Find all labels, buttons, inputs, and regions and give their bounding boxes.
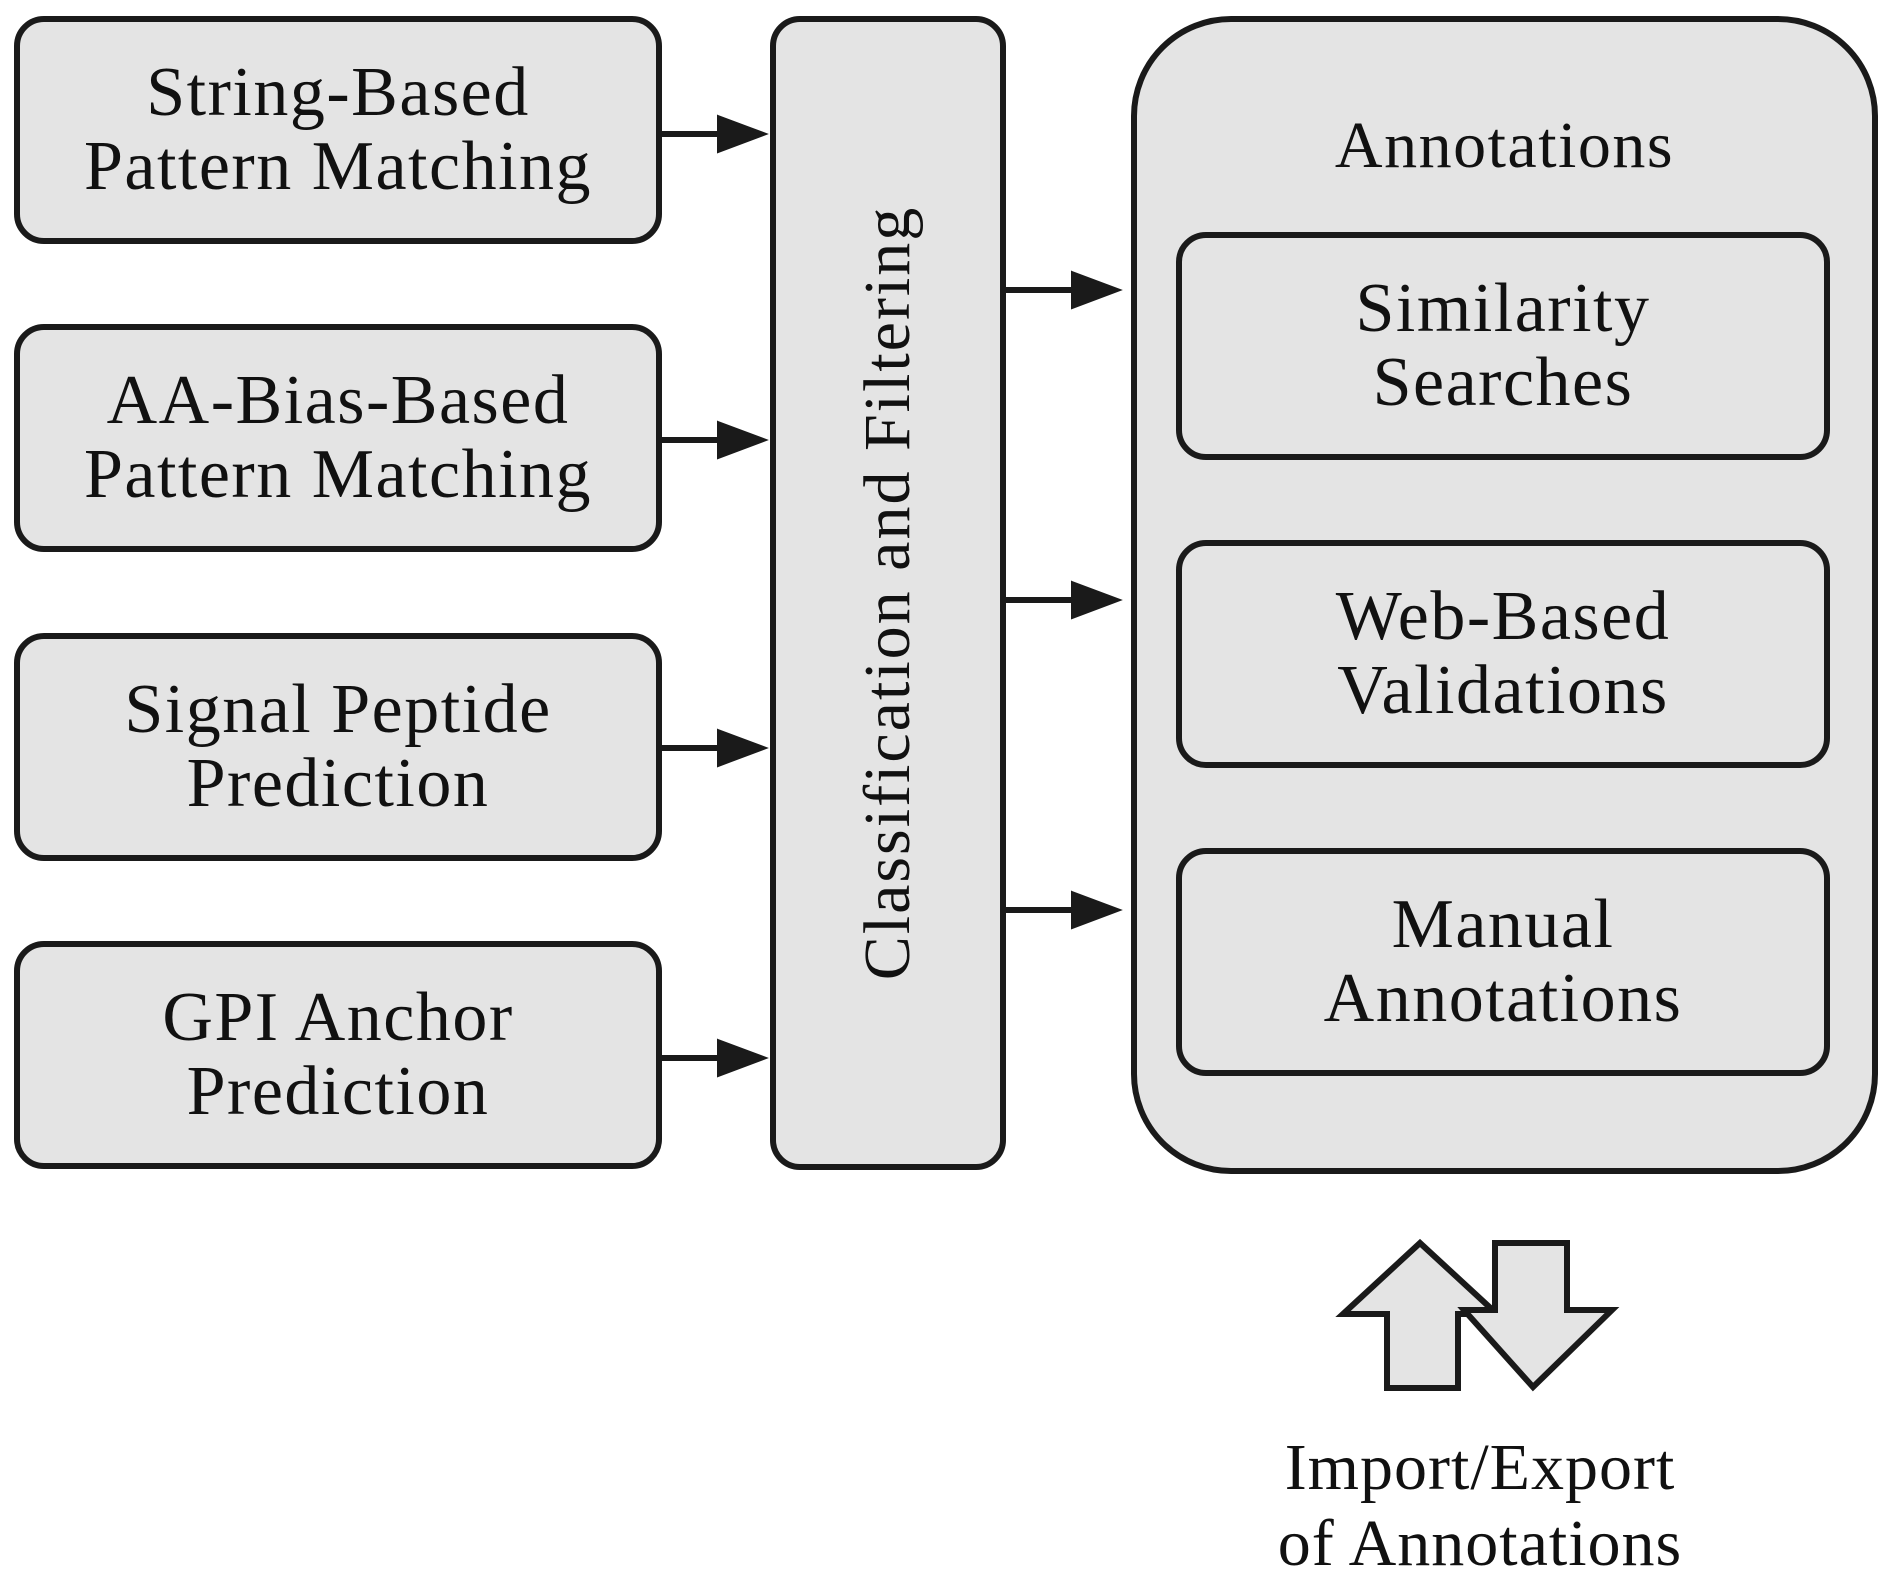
arrow-gpi-to-classify — [662, 1038, 769, 1078]
gpi-anchor-box: GPI Anchor Prediction — [14, 941, 662, 1169]
arrow-classify-to-similarity — [1006, 270, 1123, 310]
import-export-caption: Import/Export of Annotations — [1277, 1431, 1683, 1580]
similarity-searches-box: Similarity Searches — [1176, 232, 1830, 460]
arrow-signal-to-classify — [662, 728, 769, 768]
arrow-string-to-classify — [662, 114, 769, 154]
web-based-validations-box: Web-Based Validations — [1176, 540, 1830, 768]
arrow-classify-to-manual — [1006, 890, 1123, 930]
classification-box: Classification and Filtering — [770, 16, 1006, 1170]
aa-bias-based-box: AA-Bias-Based Pattern Matching — [14, 324, 662, 552]
similarity-searches-label: Similarity Searches — [1355, 270, 1651, 421]
signal-peptide-label: Signal Peptide Prediction — [124, 671, 552, 822]
aa-bias-based-label: AA-Bias-Based Pattern Matching — [83, 362, 593, 513]
gpi-anchor-label: GPI Anchor Prediction — [162, 979, 514, 1130]
manual-annotations-label: Manual Annotations — [1323, 886, 1683, 1037]
annotations-title: Annotations — [1334, 109, 1675, 182]
web-based-validations-label: Web-Based Validations — [1335, 578, 1671, 729]
signal-peptide-box: Signal Peptide Prediction — [14, 633, 662, 861]
string-based-label: String-Based Pattern Matching — [83, 54, 593, 205]
import-up-arrow-icon — [1335, 1238, 1505, 1391]
arrow-aa-bias-to-classify — [662, 420, 769, 460]
manual-annotations-box: Manual Annotations — [1176, 848, 1830, 1076]
arrow-classify-to-web-based — [1006, 580, 1123, 620]
string-based-box: String-Based Pattern Matching — [14, 16, 662, 244]
export-down-arrow-icon — [1457, 1240, 1620, 1392]
import-export-arrows-icon — [1335, 1238, 1620, 1392]
